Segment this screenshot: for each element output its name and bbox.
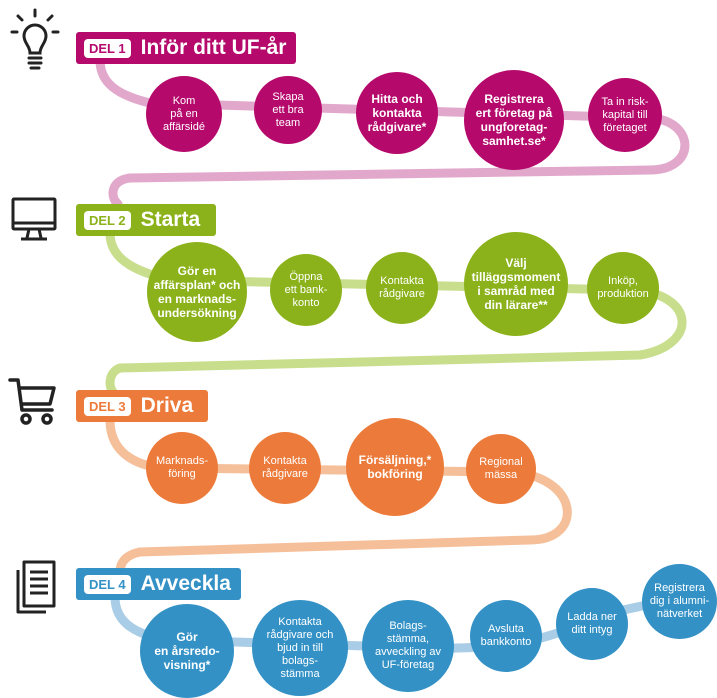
step-label: Skapa ett bra team <box>272 90 304 129</box>
step-label: Gör en årsredo- visning* <box>154 630 220 672</box>
section-tag: DEL 3 <box>84 396 131 416</box>
step-circle: Kontakta rådgivare <box>249 432 321 504</box>
step-circle: Kontakta rådgivare <box>366 252 438 324</box>
step-circle: Avsluta bankkonto <box>470 600 542 672</box>
section-tag: DEL 1 <box>84 38 131 58</box>
step-circle: Registrera ert företag på ungforetag- sa… <box>464 70 564 170</box>
section-banner-del2: DEL 2 Starta <box>76 204 216 236</box>
step-circle: Regional mässa <box>466 434 536 504</box>
section-banner-del4: DEL 4 Avveckla <box>76 568 241 600</box>
step-label: Marknads- föring <box>156 455 208 480</box>
step-circle: Marknads- föring <box>146 432 218 504</box>
step-label: Kontakta rådgivare <box>262 455 308 480</box>
section-banner-del3: DEL 3 Driva <box>76 390 208 422</box>
section-tag: DEL 2 <box>84 210 131 230</box>
step-label: Kom på en affärsidé <box>163 94 205 133</box>
path-del2 <box>108 173 135 209</box>
step-label: Regional mässa <box>479 456 523 481</box>
step-circle: Kontakta rådgivare och bjud in till bola… <box>252 600 348 696</box>
section-title: Inför ditt UF-år <box>140 36 287 59</box>
section-banner-del1: DEL 1 Inför ditt UF-år <box>76 32 296 64</box>
step-label: Kontakta rådgivare <box>379 275 425 300</box>
step-label: Registrera dig i alumni- nätverket <box>649 582 710 620</box>
documents-icon <box>14 560 56 614</box>
lightbulb-icon <box>10 8 60 70</box>
step-label: Försäljning,* bokföring <box>358 453 432 481</box>
step-label: Registrera ert företag på ungforetag- sa… <box>475 92 553 148</box>
step-label: Inköp, produktion <box>597 275 649 300</box>
step-label: Välj tilläggsmoment i samråd med din lär… <box>471 256 561 312</box>
step-circle: Öppna ett bank- konto <box>270 254 342 326</box>
step-label: Gör en affärsplan* och en marknads- unde… <box>153 264 241 320</box>
shopping-cart-icon <box>8 376 58 428</box>
step-label: Kontakta rådgivare och bjud in till bola… <box>266 615 334 680</box>
step-circle: Bolags- stämma, avveckling av UF-företag <box>362 600 454 692</box>
step-label: Öppna ett bank- konto <box>284 270 328 309</box>
step-label: Bolags- stämma, avveckling av UF-företag <box>374 620 442 671</box>
section-title: Starta <box>140 208 201 231</box>
section-tag: DEL 4 <box>84 574 131 594</box>
step-circle: Gör en affärsplan* och en marknads- unde… <box>147 242 247 342</box>
step-circle: Inköp, produktion <box>587 252 659 324</box>
step-label: Avsluta bankkonto <box>480 623 532 648</box>
computer-monitor-icon <box>10 196 58 244</box>
step-circle: Välj tilläggsmoment i samråd med din lär… <box>464 232 568 336</box>
step-circle: Försäljning,* bokföring <box>346 418 444 516</box>
step-label: Ladda ner ditt intyg <box>567 611 617 636</box>
step-circle: Skapa ett bra team <box>254 76 322 144</box>
step-circle: Ta in risk- kapital till företaget <box>588 78 662 152</box>
step-label: Hitta och kontakta rådgivare* <box>367 92 427 134</box>
section-title: Avveckla <box>140 572 231 595</box>
step-label: Ta in risk- kapital till företaget <box>601 95 649 134</box>
step-circle: Gör en årsredo- visning* <box>140 604 234 698</box>
step-circle: Registrera dig i alumni- nätverket <box>642 564 717 639</box>
step-circle: Kom på en affärsidé <box>146 76 222 152</box>
step-circle: Ladda ner ditt intyg <box>556 588 628 660</box>
step-circle: Hitta och kontakta rådgivare* <box>356 72 438 154</box>
section-title: Driva <box>140 394 194 417</box>
